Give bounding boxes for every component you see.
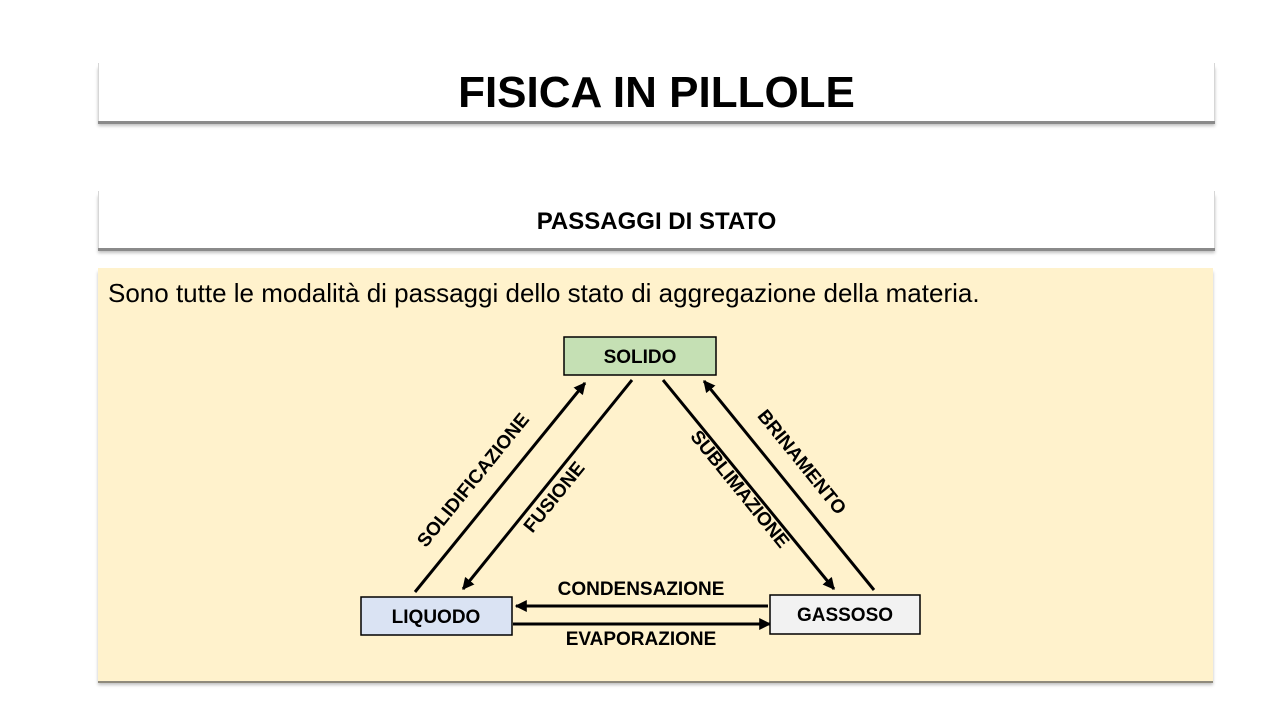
intro-text: Sono tutte le modalità di passaggi dello… bbox=[108, 278, 980, 308]
title-banner: FISICA IN PILLOLE bbox=[98, 63, 1215, 121]
arrow-solidification bbox=[413, 382, 587, 593]
label-fusion: FUSIONE bbox=[520, 458, 589, 537]
label-solidification: SOLIDIFICAZIONE bbox=[413, 410, 534, 552]
state-solid-label: SOLIDO bbox=[604, 347, 677, 368]
arrow-fusion bbox=[461, 379, 634, 590]
state-liquid: LIQUODO bbox=[360, 596, 513, 636]
arrow-sublimation bbox=[661, 379, 836, 590]
label-evaporation: EVAPORAZIONE bbox=[566, 629, 717, 650]
arrow-deposition bbox=[702, 380, 876, 591]
subtitle-banner: PASSAGGI DI STATO bbox=[98, 191, 1215, 248]
state-solid: SOLIDO bbox=[563, 336, 717, 376]
section-title: PASSAGGI DI STATO bbox=[536, 208, 777, 235]
state-gas-label: GASSOSO bbox=[797, 605, 893, 626]
state-gas: GASSOSO bbox=[769, 594, 921, 635]
label-condensation: CONDENSAZIONE bbox=[558, 579, 725, 600]
page-title: FISICA IN PILLOLE bbox=[458, 68, 855, 117]
state-liquid-label: LIQUODO bbox=[392, 607, 481, 628]
